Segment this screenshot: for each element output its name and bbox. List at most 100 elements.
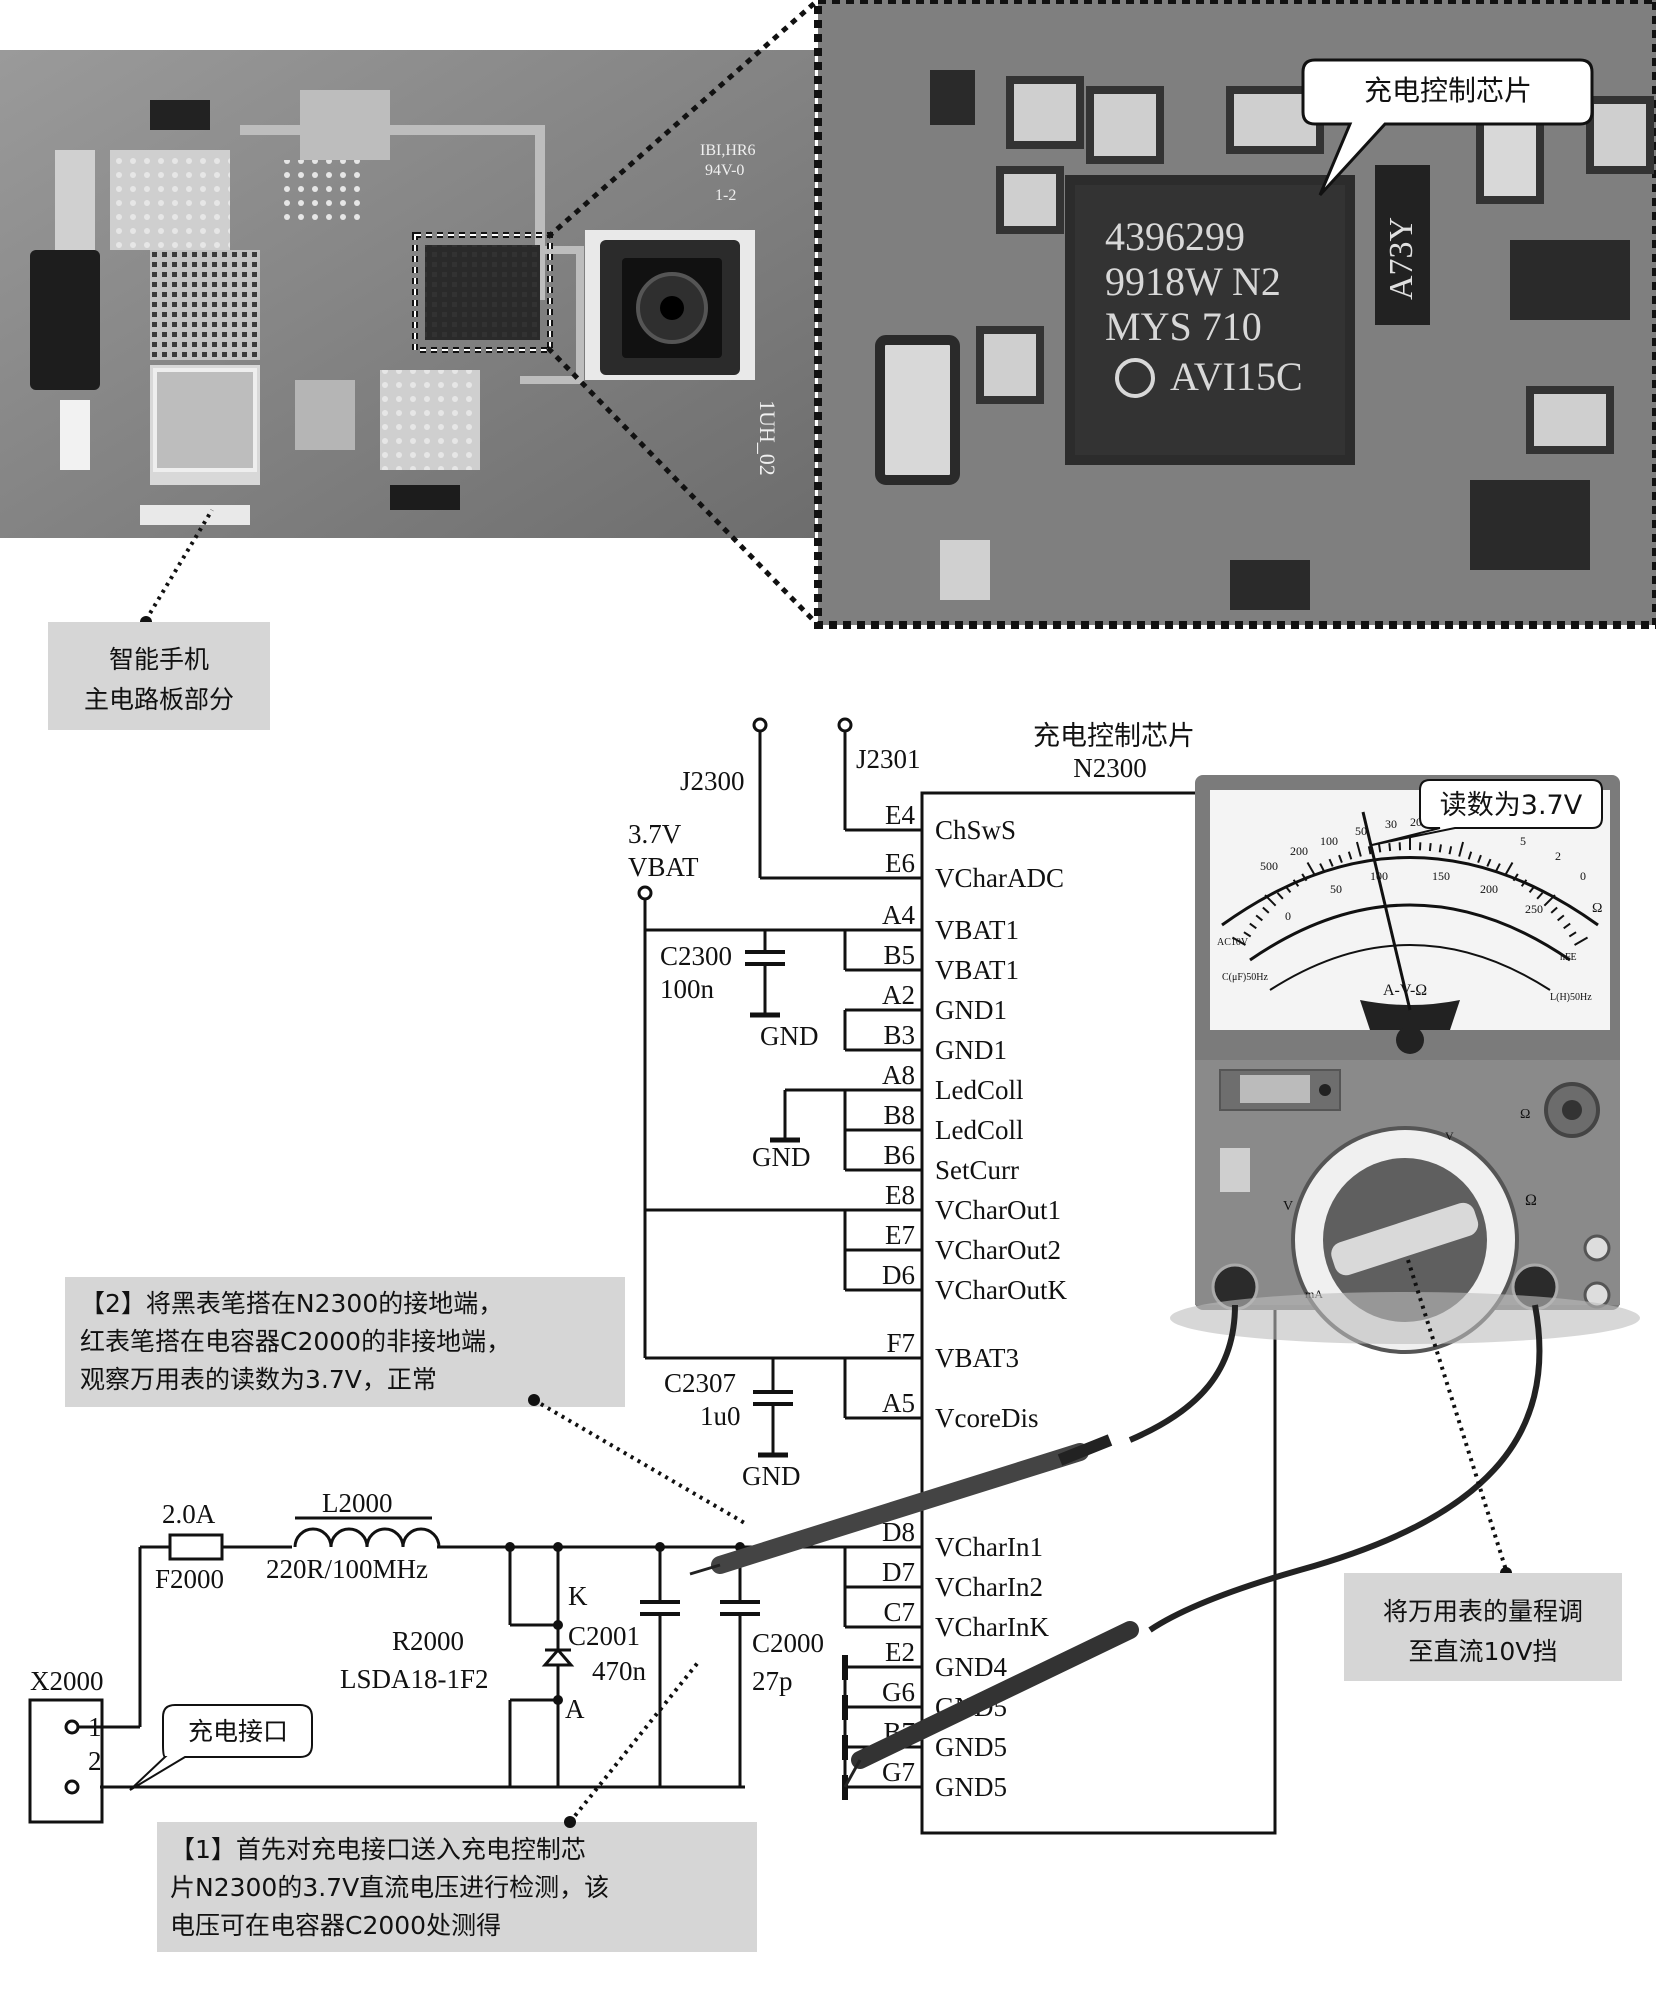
step1-line2: 片N2300的3.7V直流电压进行检测，该	[170, 1873, 609, 1902]
board-marking: 1-2	[715, 187, 736, 204]
pin-number: B6	[883, 1140, 915, 1170]
fuse-f2000	[170, 1535, 222, 1559]
step1-callout: 【1】首先对充电接口送入充电控制芯 片N2300的3.7V直流电压进行检测，该 …	[157, 1660, 757, 1952]
reading-text: 读数为3.7V	[1440, 790, 1583, 821]
dial-ohm: Ω	[1525, 1192, 1537, 1209]
multimeter: 500 200 100 50 30 20 10 5 2 0 0 50 100 1…	[1170, 775, 1640, 1352]
pin-name: VBAT3	[935, 1343, 1019, 1373]
pin-number: E7	[885, 1220, 915, 1250]
pin-number: G6	[882, 1677, 915, 1707]
inductor-ref: L2000	[322, 1488, 393, 1518]
pin-number: D6	[882, 1260, 915, 1290]
test-point-j2301	[839, 719, 851, 731]
pin-name: LedColl	[935, 1115, 1024, 1145]
step1-line3: 电压可在电容器C2000处测得	[170, 1911, 501, 1940]
pin-number: E2	[885, 1637, 915, 1667]
dial-v: V	[1445, 1129, 1454, 1143]
scale-c: C(μF)50Hz	[1222, 972, 1268, 983]
scale-num: 0	[1580, 869, 1586, 883]
c2000-value: 27p	[752, 1666, 793, 1696]
pin-number: A8	[882, 1060, 915, 1090]
pin-name: VCharIn1	[935, 1532, 1043, 1562]
meter-tick	[1389, 843, 1390, 851]
pin-number: C7	[883, 1597, 915, 1627]
scale-l: L(H)50Hz	[1550, 992, 1592, 1003]
board-marking: 94V-0	[705, 162, 744, 179]
board-photo: IBI,HR6 94V-0 1-2 1UH_02	[0, 50, 815, 538]
board-caption-line2: 主电路板部分	[84, 685, 234, 714]
gnd-label: GND	[742, 1461, 801, 1491]
diode-r2000	[545, 1650, 571, 1665]
pin-number: E4	[885, 800, 915, 830]
chip-ref: N2300	[1073, 753, 1147, 783]
step2-line1: 【2】将黑表笔搭在N2300的接地端，	[80, 1289, 503, 1318]
chip-title: 充电控制芯片	[1033, 721, 1195, 751]
pin-number: A4	[882, 900, 915, 930]
pin-name: VCharInK	[935, 1612, 1049, 1642]
fuse-ref: F2000	[155, 1564, 224, 1594]
meter-tick	[1379, 844, 1380, 852]
pin-number: E8	[885, 1180, 915, 1210]
vbat-voltage-label: 3.7V	[628, 819, 682, 849]
chip-marking: AVI15C	[1170, 354, 1303, 399]
scale-num: 30	[1385, 817, 1397, 831]
c2001-value: 470n	[592, 1656, 647, 1686]
pin-number: E6	[885, 848, 915, 878]
j2301-label: J2301	[856, 744, 921, 774]
diode-k: K	[568, 1581, 588, 1611]
conn-pin2: 2	[88, 1746, 102, 1776]
scale-num: 100	[1320, 834, 1338, 848]
c2300-value: 100n	[660, 974, 715, 1004]
pin-name: GND1	[935, 1035, 1007, 1065]
pin-number: B5	[883, 940, 915, 970]
pin-name: VBAT1	[935, 955, 1019, 985]
charge-port-label: 充电接口	[188, 1717, 288, 1746]
gnd-label: GND	[760, 1021, 819, 1051]
scale-num: 2	[1555, 849, 1561, 863]
pin-name: VBAT1	[935, 915, 1019, 945]
scale-num: 500	[1260, 859, 1278, 873]
range-caption-line2: 至直流10V挡	[1409, 1637, 1558, 1666]
step2-line3: 观察万用表的读数为3.7V，正常	[80, 1365, 437, 1394]
chip-marking: MYS 710	[1105, 304, 1262, 349]
conn-pin1: 1	[88, 1712, 102, 1742]
vbat-net-label: VBAT	[628, 852, 699, 882]
c2300-label: C2300	[660, 941, 732, 971]
c2307-label: C2307	[664, 1368, 736, 1398]
diode-part: LSDA18-1F2	[340, 1664, 489, 1694]
chip-label: 充电控制芯片	[1364, 74, 1532, 107]
c2001-label: C2001	[568, 1621, 640, 1651]
scale-num: 200	[1290, 844, 1308, 858]
pin-number: D7	[882, 1557, 915, 1587]
pin-name: GND1	[935, 995, 1007, 1025]
chip-marking: 9918W N2	[1105, 259, 1281, 304]
pin-number: F7	[886, 1328, 915, 1358]
chip-marking: 4396299	[1105, 214, 1245, 259]
dial-v-left: V	[1283, 1199, 1293, 1214]
scale-num: 150	[1432, 869, 1450, 883]
pin-name: GND4	[935, 1652, 1007, 1682]
pin-number: B8	[883, 1100, 915, 1130]
inductor-value: 220R/100MHz	[266, 1554, 428, 1584]
scale-ac: AC10V	[1217, 937, 1249, 948]
scale-num: 0	[1285, 909, 1291, 923]
scale-num: 200	[1480, 882, 1498, 896]
scale-num: 5	[1520, 834, 1526, 848]
diode-ref: R2000	[392, 1626, 464, 1656]
pin-name: LedColl	[935, 1075, 1024, 1105]
fuse-value: 2.0A	[162, 1499, 216, 1529]
pin-name: GND5	[935, 1772, 1007, 1802]
chip-zoom-photo: 4396299 9918W N2 MYS 710 AVI15C A73Y 充电控…	[818, 0, 1656, 625]
test-point-j2300	[754, 719, 766, 731]
scale-num: 250	[1525, 902, 1543, 916]
vbat-node	[639, 887, 651, 899]
board-caption: 智能手机 主电路板部分	[48, 510, 270, 730]
meter-tick	[1440, 844, 1441, 852]
ohm-symbol: Ω	[1592, 901, 1602, 916]
pin-name: SetCurr	[935, 1155, 1019, 1185]
scale-hfe: hFE	[1560, 952, 1577, 963]
pin-number: B3	[883, 1020, 915, 1050]
c2000-label: C2000	[752, 1628, 824, 1658]
